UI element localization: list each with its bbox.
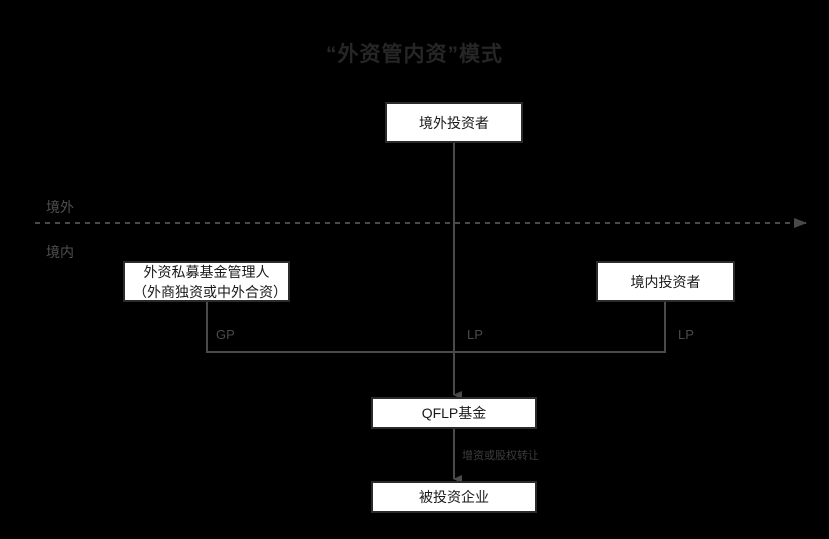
node-qflp-fund-label: QFLP基金 <box>421 405 487 421</box>
node-fund-manager[interactable]: 外资私募基金管理人 （外商独资或中外合资） <box>123 261 290 302</box>
node-domestic-investor[interactable]: 境内投资者 <box>596 261 735 302</box>
edge-label-gp: GP <box>216 327 235 342</box>
edge-label-capital-increase: 增资或股权转让 <box>462 450 539 462</box>
zone-label-onshore: 境内 <box>46 244 74 260</box>
node-portfolio-company-label: 被投资企业 <box>419 489 489 505</box>
node-offshore-investor[interactable]: 境外投资者 <box>385 102 523 143</box>
edge-label-lp-right: LP <box>678 327 694 342</box>
node-portfolio-company[interactable]: 被投资企业 <box>371 481 537 513</box>
node-offshore-investor-label: 境外投资者 <box>419 114 489 131</box>
node-domestic-investor-label: 境内投资者 <box>630 273 701 290</box>
node-qflp-fund[interactable]: QFLP基金 <box>371 397 537 429</box>
page-title: “外资管内资”模式 <box>326 43 503 66</box>
node-fund-manager-label: 外资私募基金管理人 （外商独资或中外合资） <box>133 263 287 300</box>
zone-label-offshore: 境外 <box>46 199 74 215</box>
edge-label-lp-middle: LP <box>467 327 483 342</box>
